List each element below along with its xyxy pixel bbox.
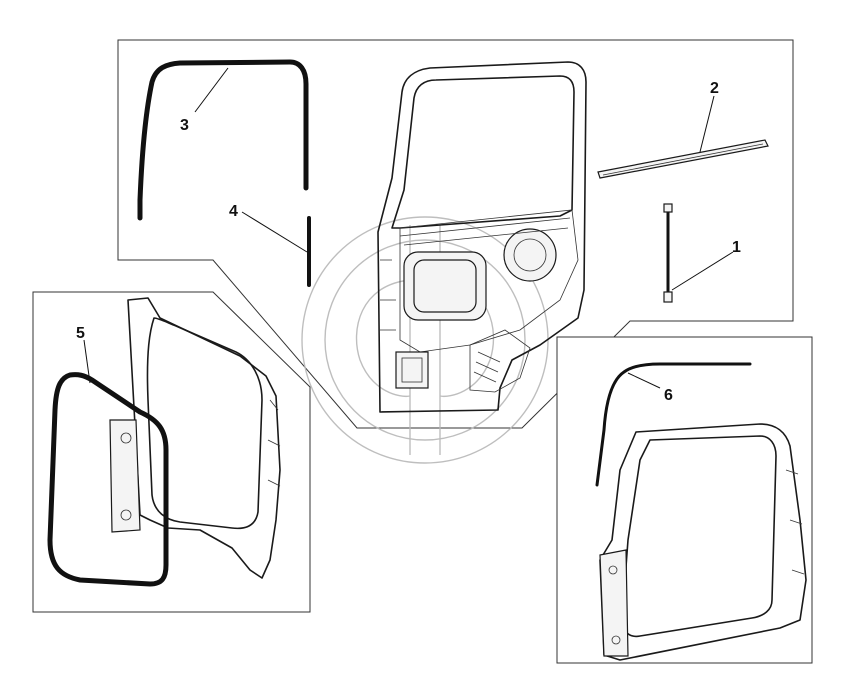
leader-lines	[83, 67, 734, 389]
callout-6: 6	[664, 387, 673, 404]
main-door-panel	[117, 39, 794, 429]
leader-line-5	[83, 339, 91, 384]
callout-2: 2	[710, 80, 719, 97]
leader-line-2	[699, 95, 715, 153]
right-door-frame-drawing	[599, 423, 807, 661]
part-3-window-channel-seal	[137, 59, 309, 221]
part-5-door-weatherstrip	[47, 372, 169, 587]
left-door-frame-drawing	[109, 297, 281, 579]
part-6-window-run-seal	[595, 362, 752, 487]
callout-5: 5	[76, 325, 85, 342]
leader-line-3	[194, 67, 229, 113]
part-2-belt-moulding	[597, 139, 769, 179]
leader-line-4	[241, 211, 308, 253]
callout-1: 1	[732, 239, 741, 256]
door-inner-panel-drawing	[377, 61, 587, 413]
right-seal-panel	[556, 336, 813, 664]
left-seal-panel	[32, 291, 311, 613]
part-1-vertical-rod	[663, 203, 673, 303]
leader-line-1	[671, 251, 734, 291]
leader-line-6	[627, 372, 661, 389]
callout-4: 4	[229, 203, 238, 220]
callout-3: 3	[180, 117, 189, 134]
